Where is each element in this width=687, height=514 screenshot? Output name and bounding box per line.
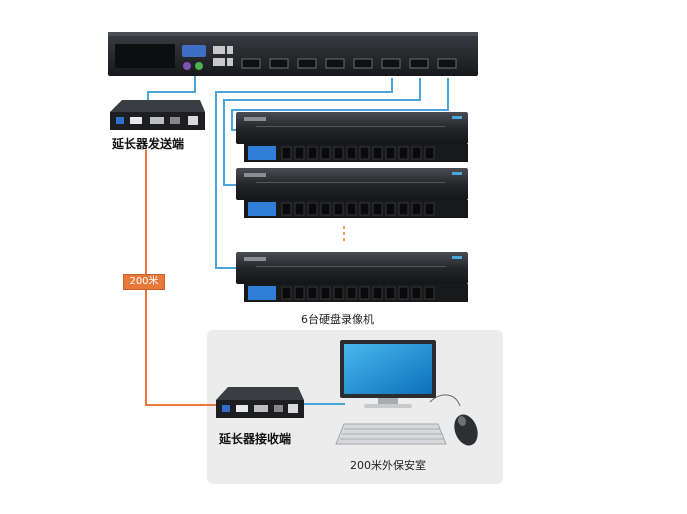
receiver-label: 延长器接收端 [219, 432, 292, 446]
cable-dvr-3 [215, 78, 393, 269]
distance-badge: 200米 [123, 274, 165, 290]
extender-sender-device [110, 100, 205, 130]
cable-kvm-sender [147, 76, 196, 106]
mouse-icon [429, 394, 478, 446]
dvr-unit-2 [236, 168, 468, 218]
more-units-dots [343, 226, 345, 241]
ps2-port-icon-2 [195, 62, 203, 70]
dvr-unit-3 [236, 252, 468, 302]
monitor-icon [340, 340, 436, 408]
kvm-ports [241, 58, 457, 69]
kvm-switch [108, 32, 478, 76]
sender-label: 延长器发送端 [112, 137, 185, 151]
usb-port-icon [213, 46, 225, 54]
extender-receiver-device [216, 387, 304, 418]
vga-port-icon [182, 45, 206, 57]
long-distance-cable [145, 150, 218, 406]
room-label: 200米外保安室 [350, 459, 426, 472]
keyboard-icon [335, 423, 447, 445]
cable-dvr-2 [223, 78, 421, 186]
ps2-port-icon [183, 62, 191, 70]
dvr-unit-1 [236, 112, 468, 162]
usb-port-icon-2 [213, 58, 225, 66]
recorders-label: 6台硬盘录像机 [301, 313, 374, 326]
